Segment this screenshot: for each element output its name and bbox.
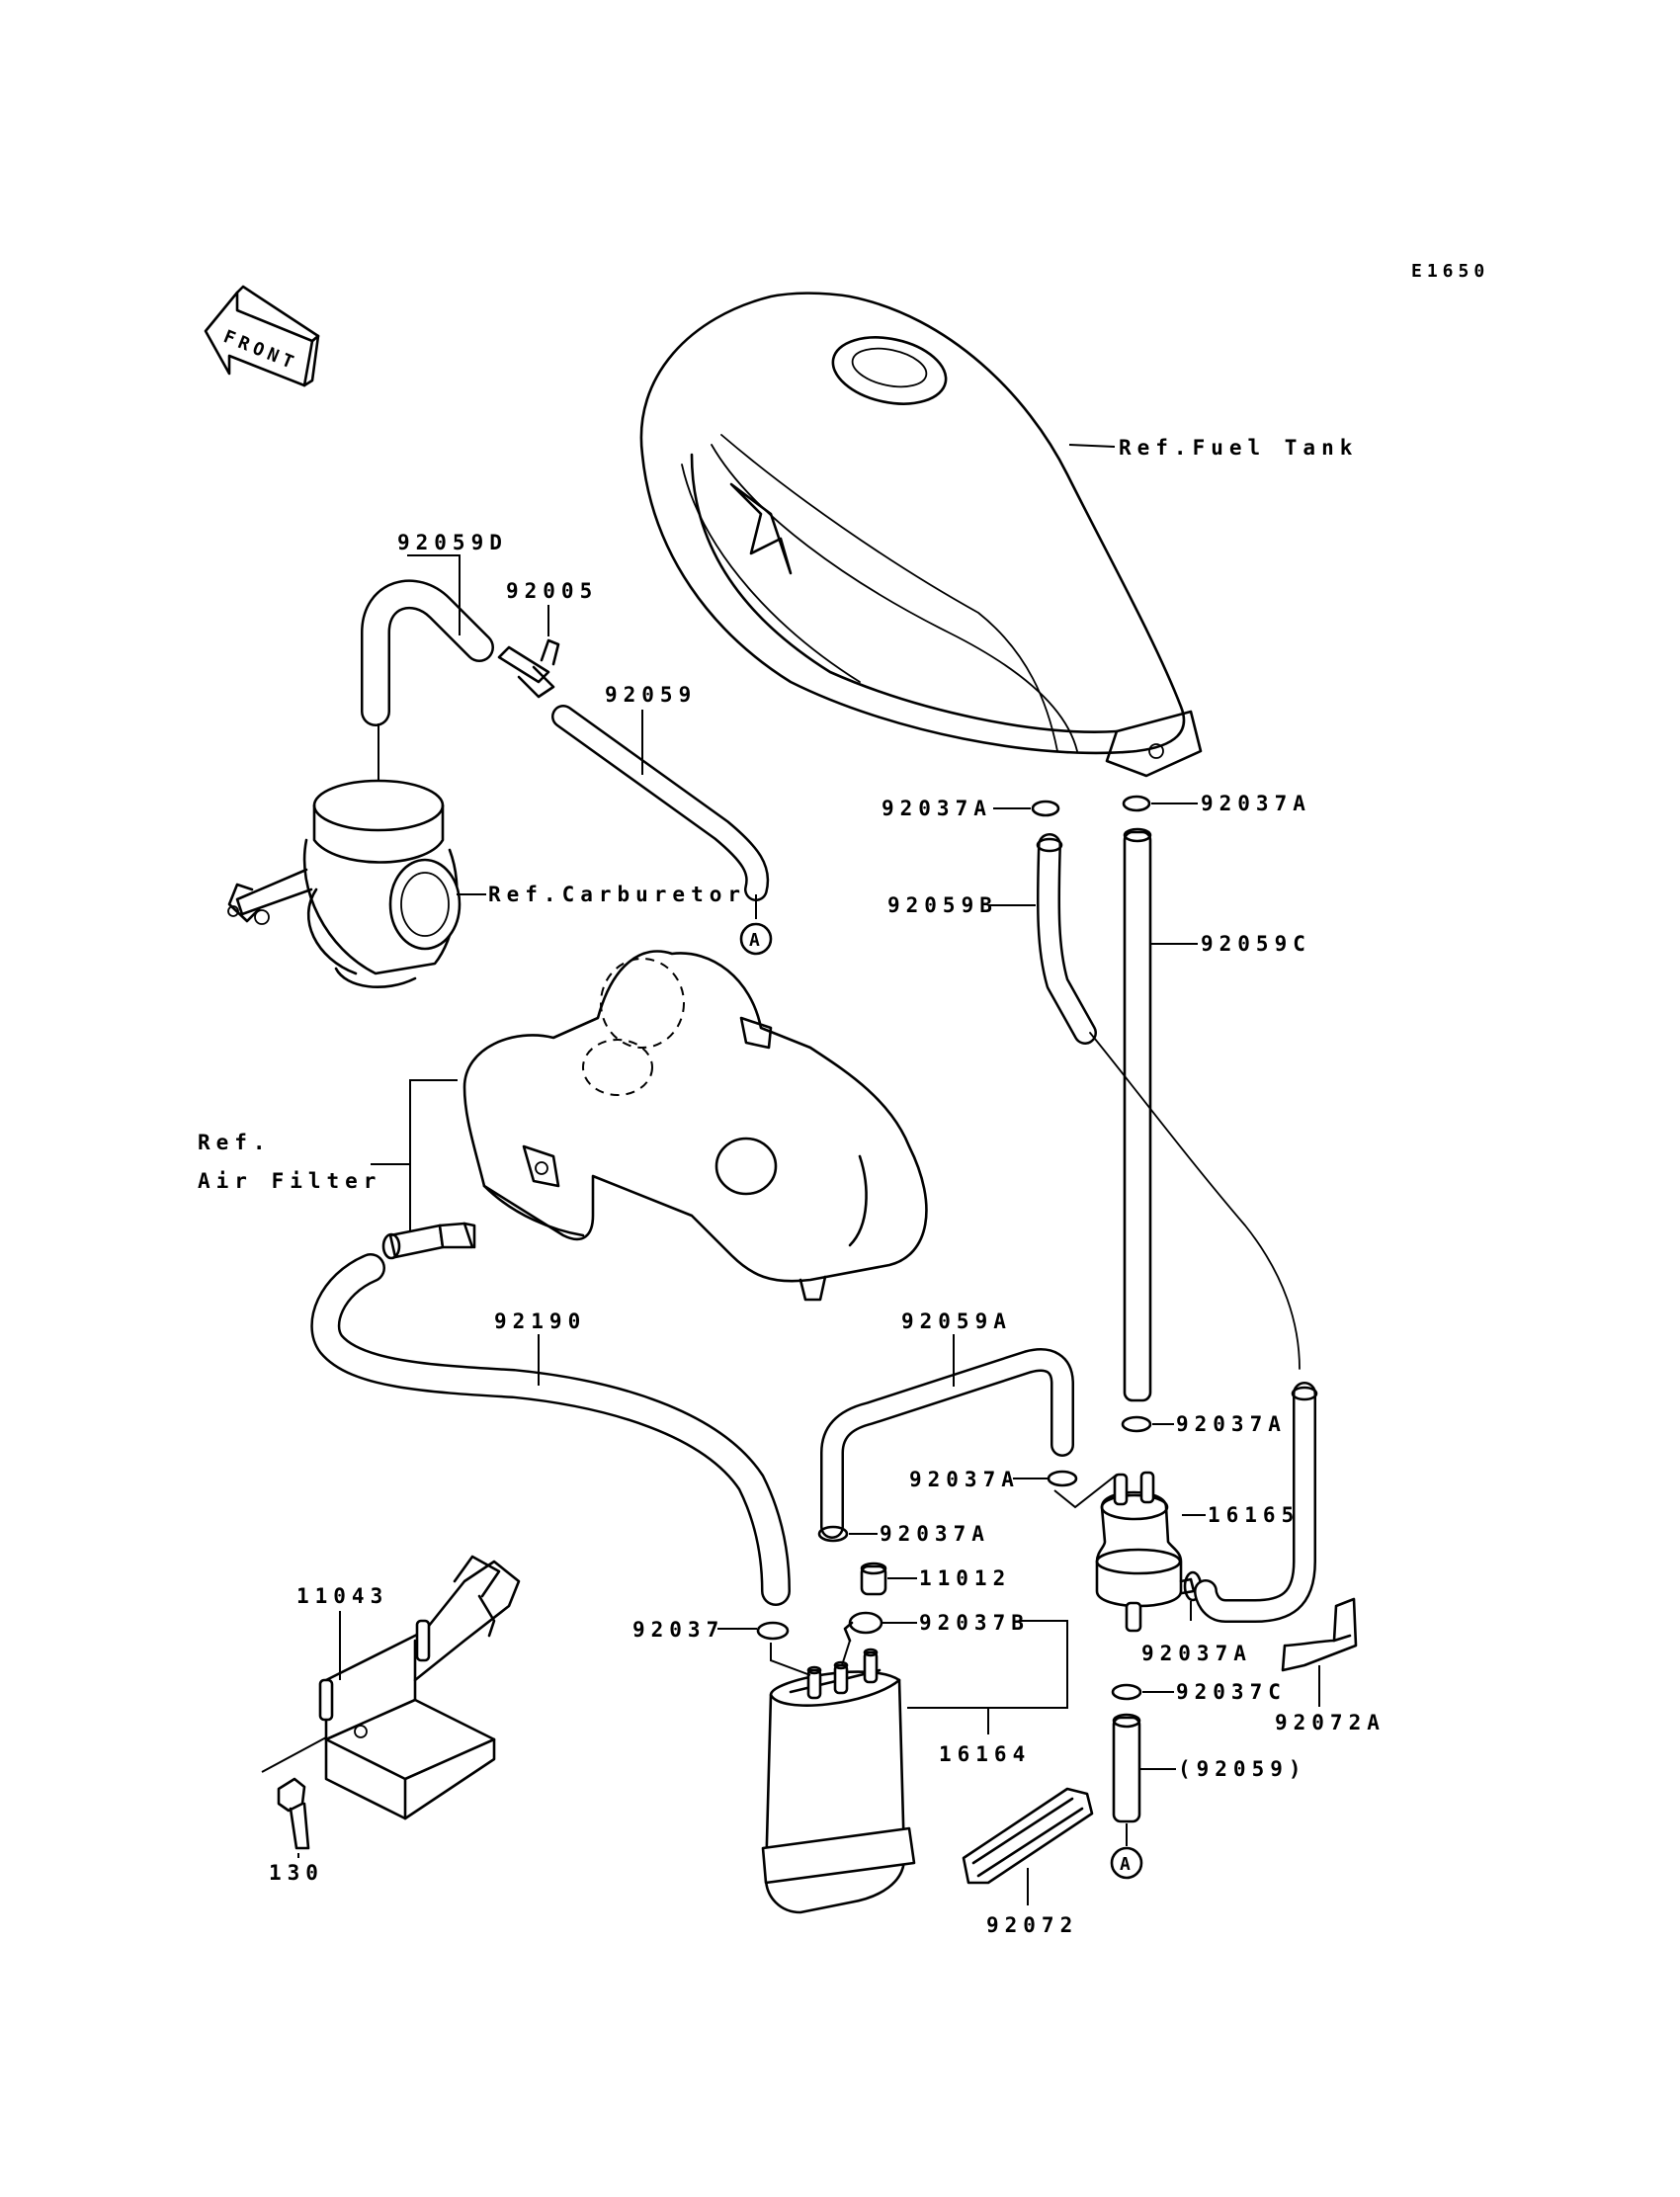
part-label-92005: 92005: [506, 579, 598, 603]
hose-92059-short: [1112, 1713, 1141, 1823]
part-label-92059b: 92059B: [887, 893, 998, 917]
front-arrow-icon: FRONT: [204, 285, 320, 387]
fuel-tank-drawing: [639, 292, 1203, 778]
ref-air-filter-label-1: Ref.: [198, 1131, 272, 1154]
ref-carburetor-label: Ref.Carburetor: [488, 883, 746, 906]
hose-92059-return: [1194, 1382, 1318, 1623]
clamp-92037-icon: [756, 1621, 790, 1641]
bracket-11043: [318, 1555, 521, 1820]
clamp-92037a-left-icon: [1031, 800, 1060, 817]
part-label-16165: 16165: [1208, 1503, 1300, 1527]
part-label-92072a: 92072A: [1275, 1711, 1386, 1734]
hose-92059: [551, 705, 770, 901]
bolt-130: [277, 1777, 310, 1850]
part-label-92037: 92037: [632, 1618, 724, 1642]
part-label-92059-paren: (92059): [1178, 1757, 1307, 1781]
part-label-92037a-right: 92037A: [1201, 792, 1311, 815]
part-label-92037a-left: 92037A: [882, 797, 992, 820]
part-label-11012: 11012: [919, 1566, 1011, 1590]
part-label-16164: 16164: [939, 1742, 1031, 1766]
hose-92059c: [1123, 827, 1152, 1402]
hose-92190: [310, 1253, 791, 1606]
connector-a-top: A: [749, 930, 760, 951]
part-label-92059a: 92059A: [901, 1310, 1012, 1333]
connector-a-top-icon: [739, 922, 773, 956]
hose-92059b: [1036, 833, 1097, 1045]
part-label-92059: 92059: [605, 683, 697, 707]
air-filter-drawing: [462, 950, 928, 1302]
hose-92059d: [361, 579, 494, 726]
clamp-92037a-filter-left-icon: [1047, 1470, 1078, 1487]
clamp-92037a-canister-icon: [817, 1525, 849, 1543]
part-label-11043: 11043: [296, 1584, 388, 1608]
part-label-92037b: 92037B: [919, 1611, 1030, 1635]
part-label-92190: 92190: [494, 1310, 586, 1333]
band-92072a: [1281, 1597, 1358, 1672]
part-label-92072: 92072: [986, 1913, 1078, 1937]
part-label-92037a-filter-left: 92037A: [909, 1468, 1020, 1491]
clamp-92037a-filter-top-icon: [1121, 1415, 1152, 1433]
hose-92059a: [820, 1348, 1074, 1539]
part-label-92037a-filter-side: 92037A: [1141, 1642, 1252, 1665]
ref-fuel-tank-label: Ref.Fuel Tank: [1119, 436, 1358, 460]
canister-16164: [761, 1648, 916, 1914]
diagram-code: E1650: [1411, 261, 1489, 282]
part-label-130: 130: [269, 1861, 324, 1885]
part-label-92059c: 92059C: [1201, 932, 1311, 956]
ref-air-filter-label-2: Air Filter: [198, 1169, 381, 1193]
part-label-92037a-canister: 92037A: [880, 1522, 990, 1546]
connector-a-bottom-icon: [1110, 1846, 1143, 1880]
clamp-92037b-icon: [843, 1611, 883, 1643]
connector-a-bottom: A: [1120, 1854, 1131, 1875]
elbow-fitting: [381, 1222, 476, 1260]
part-label-92037c: 92037C: [1176, 1680, 1287, 1704]
cap-11012: [860, 1562, 887, 1596]
clamp-92037a-right-icon: [1122, 795, 1151, 812]
fuel-filter-16165: [1095, 1471, 1196, 1633]
band-92072: [962, 1787, 1094, 1885]
tee-joint-92005: [497, 638, 560, 699]
carburetor-drawing: [227, 779, 462, 989]
part-label-92037a-filter-top: 92037A: [1176, 1412, 1287, 1436]
clamp-92037c-icon: [1111, 1683, 1142, 1701]
part-label-92059d: 92059D: [397, 531, 508, 554]
